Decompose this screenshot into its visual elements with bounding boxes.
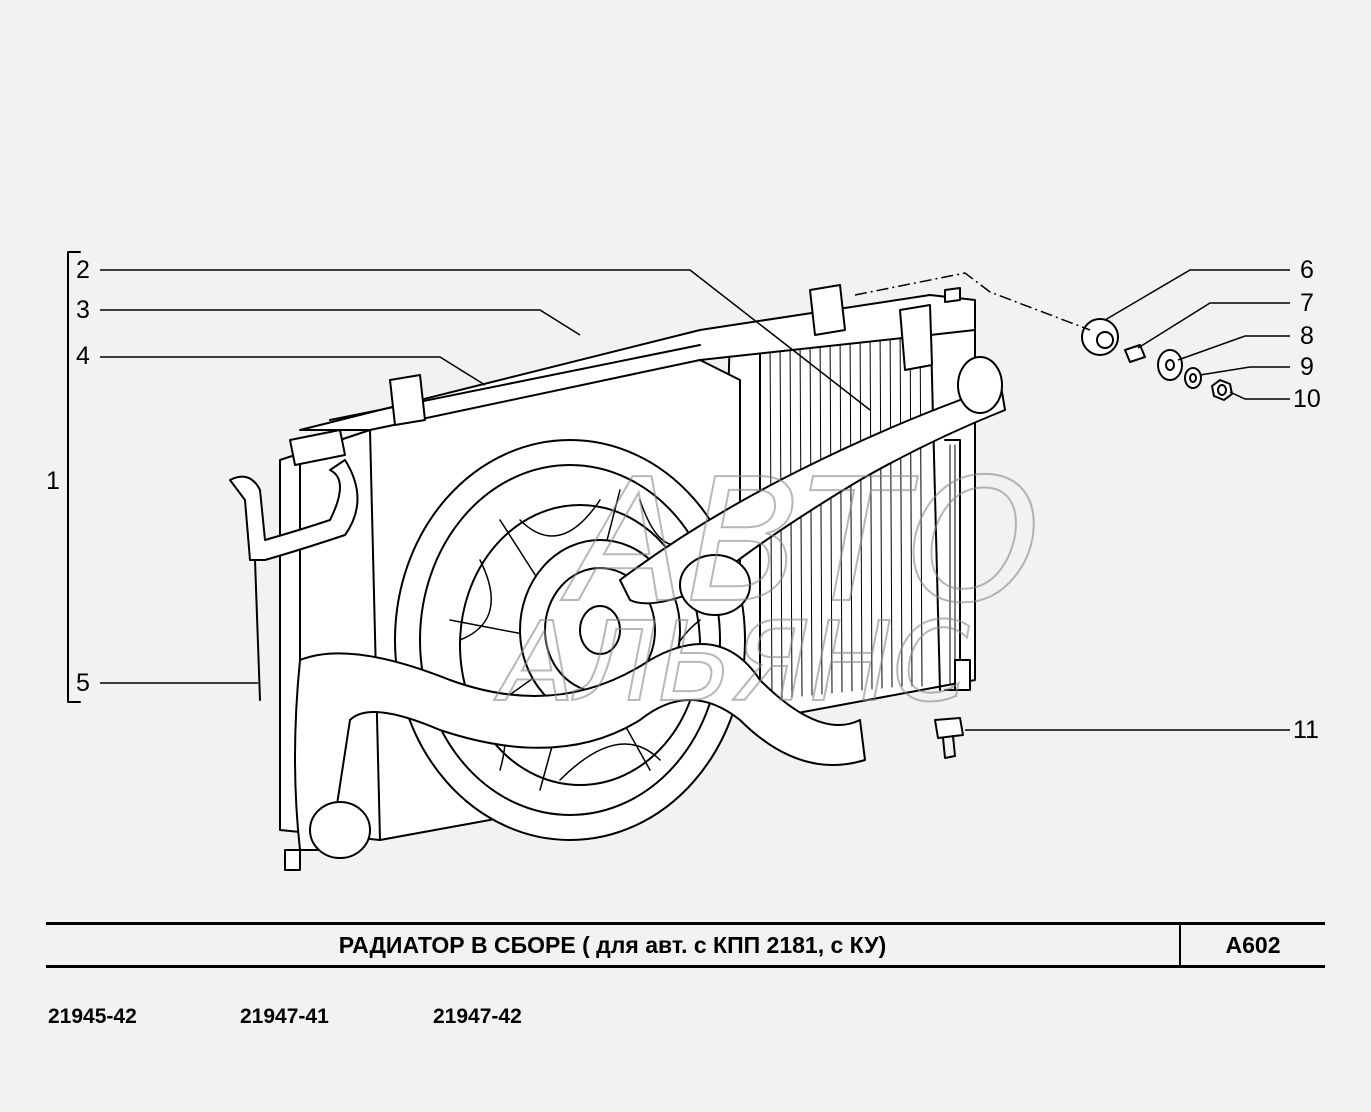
watermark-line2: АЛЬЯНС xyxy=(494,598,970,726)
item-8-washer xyxy=(1157,349,1183,381)
callout-7: 7 xyxy=(1300,289,1314,317)
callout-11: 11 xyxy=(1293,716,1319,744)
drawing-title: РАДИАТОР В СБОРЕ ( для авт. с КПП 2181, … xyxy=(338,932,887,958)
callout-9: 9 xyxy=(1300,353,1314,381)
item-10-nut xyxy=(1211,379,1233,401)
item-9-spring-washer xyxy=(1184,367,1202,389)
upper-hose xyxy=(619,356,1006,616)
callout-8: 8 xyxy=(1300,322,1314,350)
model-number: 21947-41 xyxy=(240,1005,329,1028)
model-number: 21947-42 xyxy=(433,1005,522,1028)
callout-1: 1 xyxy=(46,467,60,495)
right-drain xyxy=(954,659,971,691)
drain-plug xyxy=(284,849,301,871)
item-6-bushing xyxy=(1081,318,1119,356)
mounting-brackets xyxy=(289,284,933,466)
watermark: АВТО АЛЬЯНС xyxy=(493,442,1042,727)
callout-6: 6 xyxy=(1300,256,1314,284)
watermark-line1: АВТО xyxy=(560,443,1041,641)
bypass-hose xyxy=(229,459,359,701)
radiator-assembly-drawing: АВТО АЛЬЯНС xyxy=(67,251,1290,871)
leader-lines xyxy=(100,269,1290,731)
callout-5: 5 xyxy=(76,669,90,697)
callout-3: 3 xyxy=(76,296,90,324)
item-11-bolt xyxy=(934,717,964,759)
title-block: РАДИАТОР В СБОРЕ ( для авт. с КПП 2181, … xyxy=(46,922,1325,968)
group-bracket xyxy=(67,251,81,703)
stud-top xyxy=(944,287,961,303)
title-divider xyxy=(1179,925,1181,965)
drawing-code: A602 xyxy=(1225,932,1281,958)
callout-10: 10 xyxy=(1293,385,1321,413)
callout-4: 4 xyxy=(76,342,90,370)
model-number: 21945-42 xyxy=(48,1005,137,1028)
item-7-sleeve xyxy=(1124,344,1146,363)
callout-2: 2 xyxy=(76,256,90,284)
radiator-core xyxy=(719,299,976,721)
lower-hose xyxy=(294,643,866,859)
assembly-centerline xyxy=(854,272,1091,331)
